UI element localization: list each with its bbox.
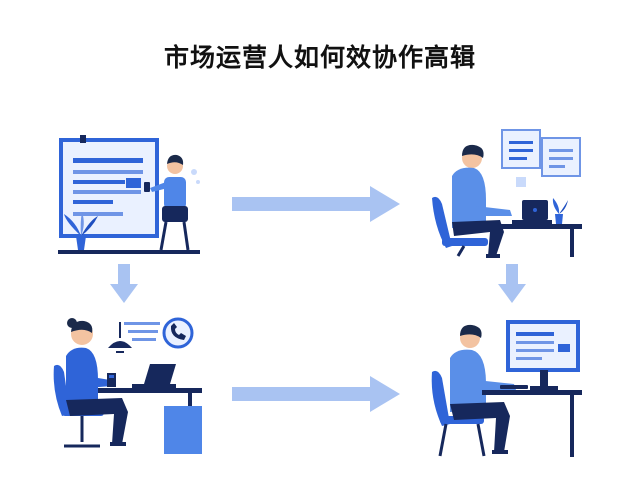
document-icon: [501, 129, 581, 187]
lamp-icon: [108, 322, 132, 353]
scene-woman-on-call-at-desk: [53, 317, 202, 454]
cabinet: [164, 406, 202, 454]
whiteboard-icon: [59, 135, 159, 238]
plant-icon: [64, 212, 98, 250]
phone-icon: [162, 317, 194, 349]
arrow-down-left: [110, 264, 138, 303]
laptop-icon: [132, 364, 176, 388]
worker-person: [452, 144, 512, 258]
arrow-right-top: [232, 186, 400, 222]
woman-person: [66, 318, 128, 446]
arrow-down-right: [498, 264, 526, 303]
document-icon: [124, 322, 160, 341]
scene-worker-at-laptop-desk: [432, 129, 582, 258]
presenter-person: [144, 154, 200, 251]
monitor-icon: [506, 320, 580, 390]
page-title: 市场运营人如何效协作高辑: [163, 43, 476, 72]
keyboard-icon: [500, 385, 528, 389]
scene-presenter-at-board: [58, 135, 200, 254]
phone-icon: [144, 182, 150, 192]
chair-icon: [432, 196, 488, 257]
scene-man-at-monitor-desk: [431, 320, 582, 457]
laptop-icon: [512, 200, 552, 224]
arrow-right-bottom: [232, 376, 400, 412]
plant-icon: [552, 198, 568, 224]
cup-icon: [107, 373, 116, 387]
